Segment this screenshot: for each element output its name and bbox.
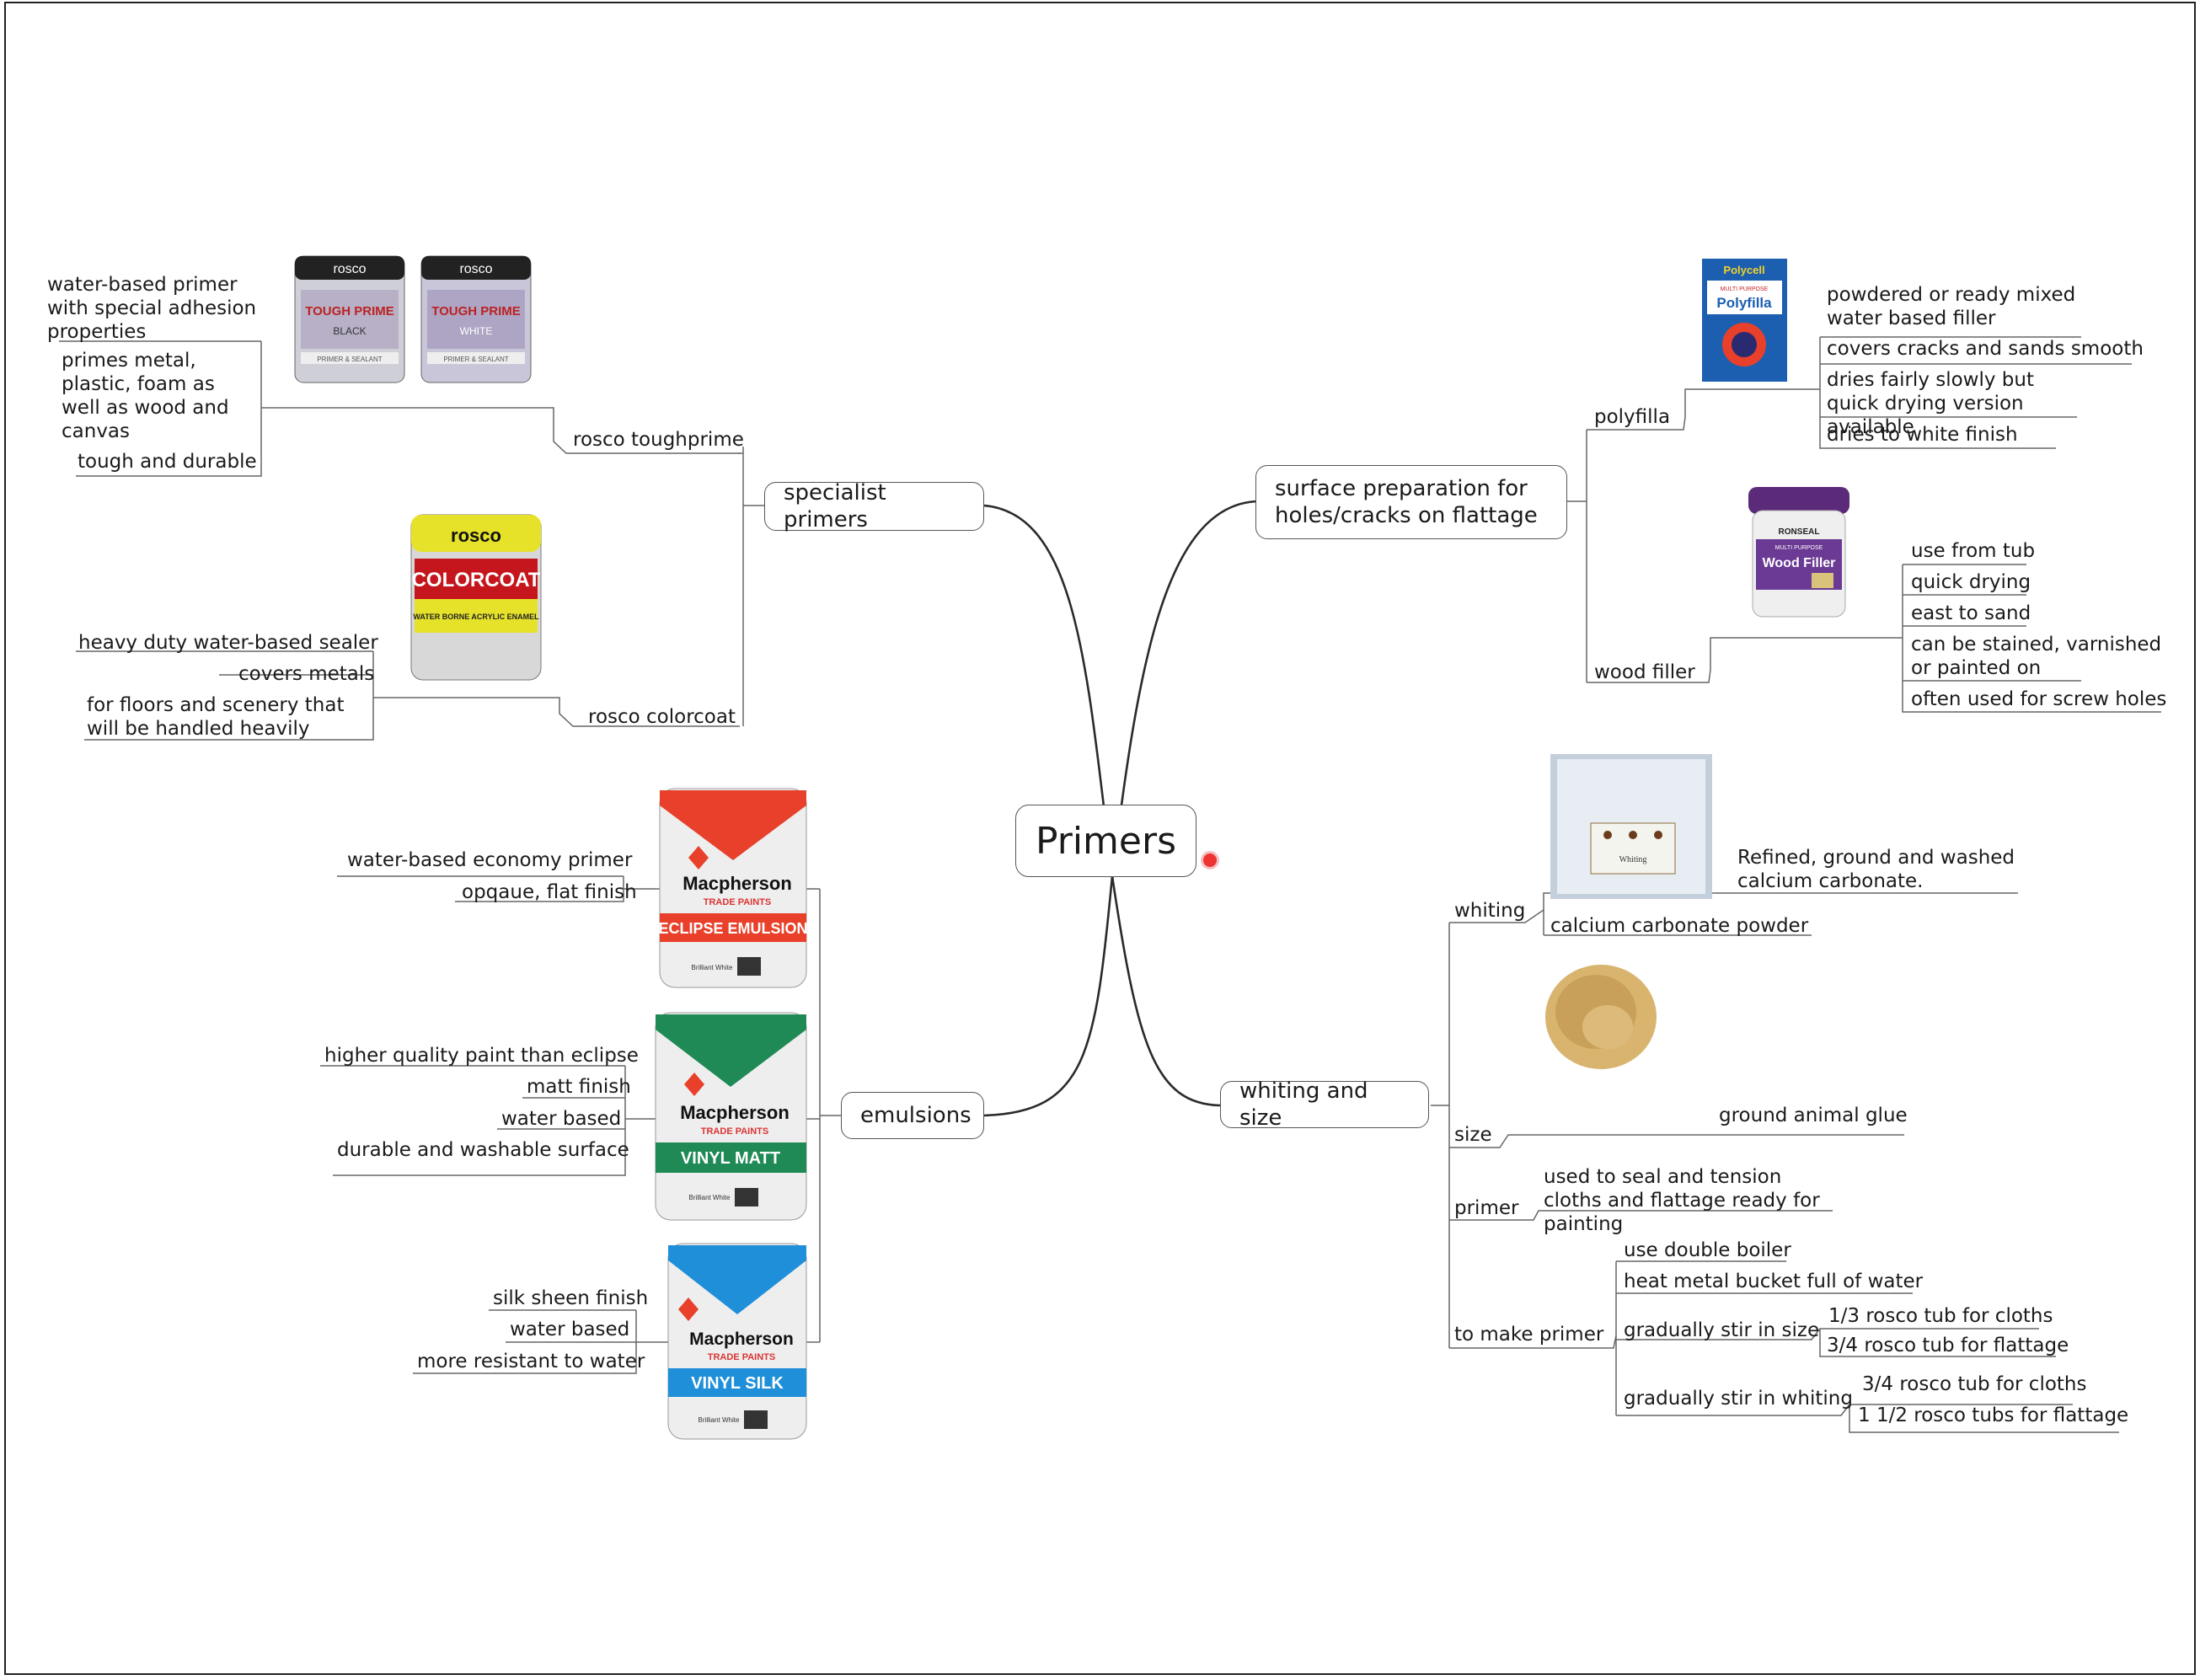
vinyl-matt-shade: Brilliant White — [689, 1194, 731, 1201]
step-stir-in-size: gradually stir in size — [1624, 1319, 1820, 1341]
note-calcium-powder: calcium carbonate powder — [1550, 915, 1809, 937]
vinyl-silk-name: VINYL SILK — [691, 1374, 784, 1393]
topic-primer[interactable]: primer — [1454, 1197, 1519, 1219]
note-east-to-sand: east to sand — [1911, 602, 2031, 624]
polyfilla-sub: MULTI PURPOSE — [1721, 286, 1769, 292]
amount-whiting-cloths: 3/4 rosco tub for cloths — [1862, 1373, 2087, 1395]
topic-wood-filler[interactable]: wood filler — [1594, 661, 1695, 683]
branch-specialist-primers[interactable]: specialist primers — [764, 480, 984, 532]
step-heat-bucket: heat metal bucket full of water — [1624, 1271, 1924, 1292]
polyfilla-image: Polycell MULTI PURPOSE Polyfilla — [1702, 259, 1787, 382]
toughprime-brand-left: rosco — [333, 262, 366, 276]
note-water-based-matt: water based — [501, 1108, 622, 1130]
note-use-from-tub: use from tub — [1911, 540, 2036, 562]
note-durable-washable: durable and washable surface — [337, 1139, 629, 1161]
toughprime-variant-left: BLACK — [333, 325, 366, 337]
note-matt-finish: matt finish — [527, 1076, 631, 1098]
toughprime-name-left: TOUGH PRIME — [305, 304, 394, 318]
colorcoat-sub: WATER BORNE ACRYLIC ENAMEL — [413, 613, 539, 621]
branch-line-specialist — [983, 504, 1114, 877]
branch-line-whiting — [1111, 875, 1221, 1107]
polyfilla-brand: Polycell — [1723, 264, 1764, 276]
note-powdered-filler: powdered or ready mixed water based fill… — [1827, 284, 2076, 329]
note-silk-sheen: silk sheen finish — [493, 1287, 649, 1309]
rosco-colorcoat-image: rosco COLORCOAT WATER BORNE ACRYLIC ENAM… — [410, 514, 542, 681]
topic-polyfilla[interactable]: polyfilla — [1594, 406, 1671, 428]
note-water-based-primer: water-based primer with special adhesion… — [47, 274, 257, 343]
canvas-frame — [4, 2, 2196, 1675]
topic-rosco-colorcoat[interactable]: rosco colorcoat — [588, 706, 736, 728]
note-primes-metal: primes metal, plastic, foam as well as w… — [62, 350, 229, 442]
rosco-toughprime-image: rosco TOUGH PRIME BLACK PRIMER & SEALANT… — [294, 255, 532, 383]
topic-to-make-primer[interactable]: to make primer — [1454, 1324, 1604, 1346]
vinyl-silk-trade: TRADE PAINTS — [708, 1352, 775, 1362]
size-granules-image — [1545, 965, 1657, 1069]
topic-rosco-toughprime[interactable]: rosco toughprime — [573, 429, 744, 451]
note-heavy-duty-sealer: heavy duty water-based sealer — [78, 632, 378, 654]
note-floors-and-scenery: for floors and scenery that will be hand… — [87, 694, 345, 740]
toughprime-brand-right: rosco — [459, 262, 492, 276]
colorcoat-brand: rosco — [451, 525, 501, 546]
topic-size[interactable]: size — [1454, 1124, 1492, 1146]
note-covers-metals: covers metals — [238, 663, 375, 685]
eclipse-shade: Brilliant White — [692, 964, 733, 971]
note-opaque-flat-finish: opqaue, flat finish — [462, 881, 637, 903]
note-economy-primer: water-based economy primer — [347, 849, 633, 871]
wood-filler-image: RONSEAL MULTI PURPOSE Wood Filler — [1748, 487, 1849, 618]
amount-whiting-flattage: 1 1/2 rosco tubs for flattage — [1858, 1404, 2129, 1426]
toughprime-variant-right: WHITE — [460, 325, 493, 337]
branch-line-emulsions — [983, 875, 1114, 1117]
vinyl-matt-brand: Macpherson — [680, 1102, 790, 1123]
vinyl-silk-image: Macpherson TRADE PAINTS VINYL SILK Brill… — [667, 1243, 807, 1440]
note-more-resistant: more resistant to water — [417, 1351, 645, 1372]
amount-size-cloths: 1/3 rosco tub for cloths — [1828, 1305, 2053, 1327]
step-stir-in-whiting: gradually stir in whiting — [1624, 1388, 1853, 1410]
vinyl-matt-name: VINYL MATT — [681, 1149, 780, 1168]
eclipse-name: ECLIPSE EMULSION — [658, 920, 807, 937]
note-higher-quality: higher quality paint than eclipse — [324, 1045, 639, 1067]
branch-emulsions[interactable]: emulsions — [841, 1092, 984, 1139]
wood-filler-sub: MULTI PURPOSE — [1775, 545, 1823, 551]
branch-whiting-and-size[interactable]: whiting and size — [1220, 1078, 1429, 1131]
note-quick-drying: quick drying — [1911, 571, 2031, 593]
marker-icon — [1201, 851, 1219, 869]
vinyl-matt-image: Macpherson TRADE PAINTS VINYL MATT Brill… — [655, 1012, 807, 1221]
whiting-bag-image: Whiting — [1550, 754, 1712, 899]
toughprime-sub-left: PRIMER & SEALANT — [317, 356, 382, 363]
note-seal-and-tension: used to seal and tension cloths and flat… — [1544, 1166, 1820, 1235]
polyfilla-name: Polyfilla — [1716, 295, 1772, 311]
vinyl-silk-shade: Brilliant White — [699, 1416, 740, 1424]
eclipse-emulsion-image: Macpherson TRADE PAINTS ECLIPSE EMULSION… — [658, 788, 808, 988]
topic-whiting[interactable]: whiting — [1454, 900, 1526, 922]
vinyl-silk-brand: Macpherson — [689, 1330, 794, 1349]
note-water-based-silk: water based — [510, 1319, 630, 1340]
note-dries-slowly: dries fairly slowly but quick drying ver… — [1827, 369, 2035, 438]
step-double-boiler: use double boiler — [1624, 1239, 1791, 1261]
branch-line-surface — [1111, 500, 1258, 877]
vinyl-matt-trade: TRADE PAINTS — [701, 1126, 768, 1137]
root-node[interactable]: Primers — [1015, 805, 1196, 877]
eclipse-trade: TRADE PAINTS — [704, 897, 771, 907]
eclipse-brand: Macpherson — [682, 873, 792, 894]
wood-filler-brand: RONSEAL — [1779, 527, 1820, 537]
note-refined-calcium: Refined, ground and washed calcium carbo… — [1737, 847, 2015, 892]
toughprime-sub-right: PRIMER & SEALANT — [443, 356, 508, 363]
amount-size-flattage: 3/4 rosco tub for flattage — [1827, 1335, 2069, 1356]
note-tough-and-durable: tough and durable — [78, 451, 257, 473]
whiting-bag-name: Whiting — [1619, 855, 1647, 864]
wood-filler-name: Wood Filler — [1763, 556, 1836, 570]
note-covers-cracks: covers cracks and sands smooth — [1827, 338, 2144, 360]
colorcoat-name: COLORCOAT — [412, 569, 541, 591]
note-stained-varnished: can be stained, varnished or painted on — [1911, 634, 2162, 679]
note-screw-holes: often used for screw holes — [1911, 688, 2167, 710]
note-dries-white: dries to white finish — [1827, 424, 2018, 446]
branch-surface-preparation[interactable]: surface preparation for holes/cracks on … — [1255, 465, 1567, 539]
toughprime-name-right: TOUGH PRIME — [431, 304, 521, 318]
note-ground-animal-glue: ground animal glue — [1719, 1105, 1908, 1126]
